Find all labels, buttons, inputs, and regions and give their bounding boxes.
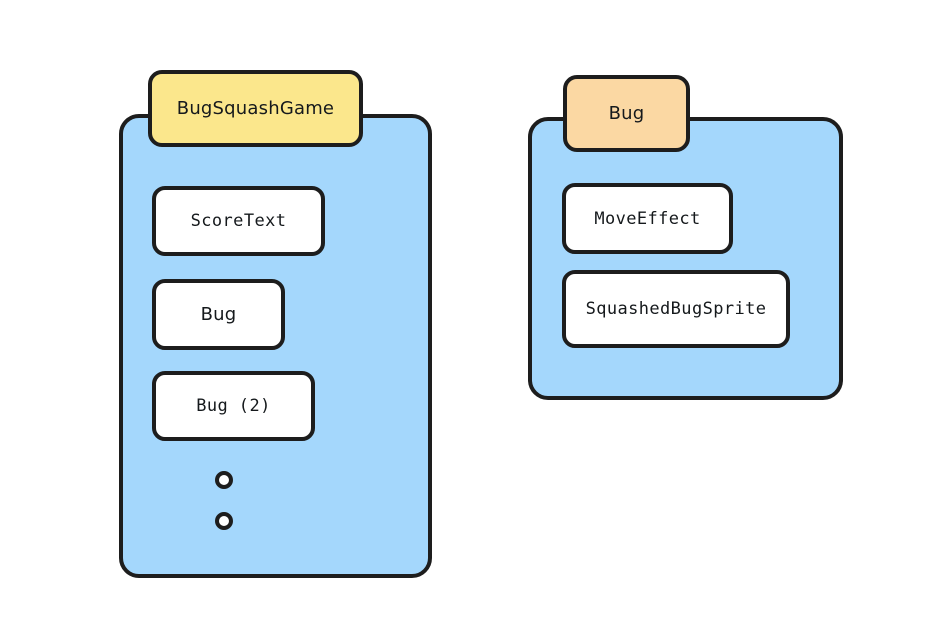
group-container-bug[interactable] bbox=[528, 117, 843, 400]
node-bug[interactable]: Bug bbox=[152, 279, 285, 350]
node-label: SquashedBugSprite bbox=[585, 299, 767, 319]
node-squashedbugsprite[interactable]: SquashedBugSprite bbox=[562, 270, 790, 348]
node-label: Bug (2) bbox=[196, 396, 271, 416]
node-bug-2[interactable]: Bug (2) bbox=[152, 371, 315, 441]
group-title-bug[interactable]: Bug bbox=[563, 75, 690, 152]
group-title-bugsquashgame[interactable]: BugSquashGame bbox=[148, 70, 363, 147]
node-label: Bug bbox=[200, 304, 237, 325]
node-label: ScoreText bbox=[190, 211, 287, 231]
node-label: MoveEffect bbox=[594, 208, 701, 229]
overflow-dot-icon bbox=[215, 471, 233, 489]
node-scoretext[interactable]: ScoreText bbox=[152, 186, 325, 256]
node-moveeffect[interactable]: MoveEffect bbox=[562, 183, 733, 254]
group-title-label: Bug bbox=[608, 103, 645, 124]
group-title-label: BugSquashGame bbox=[176, 98, 335, 119]
overflow-dot-icon bbox=[215, 512, 233, 530]
